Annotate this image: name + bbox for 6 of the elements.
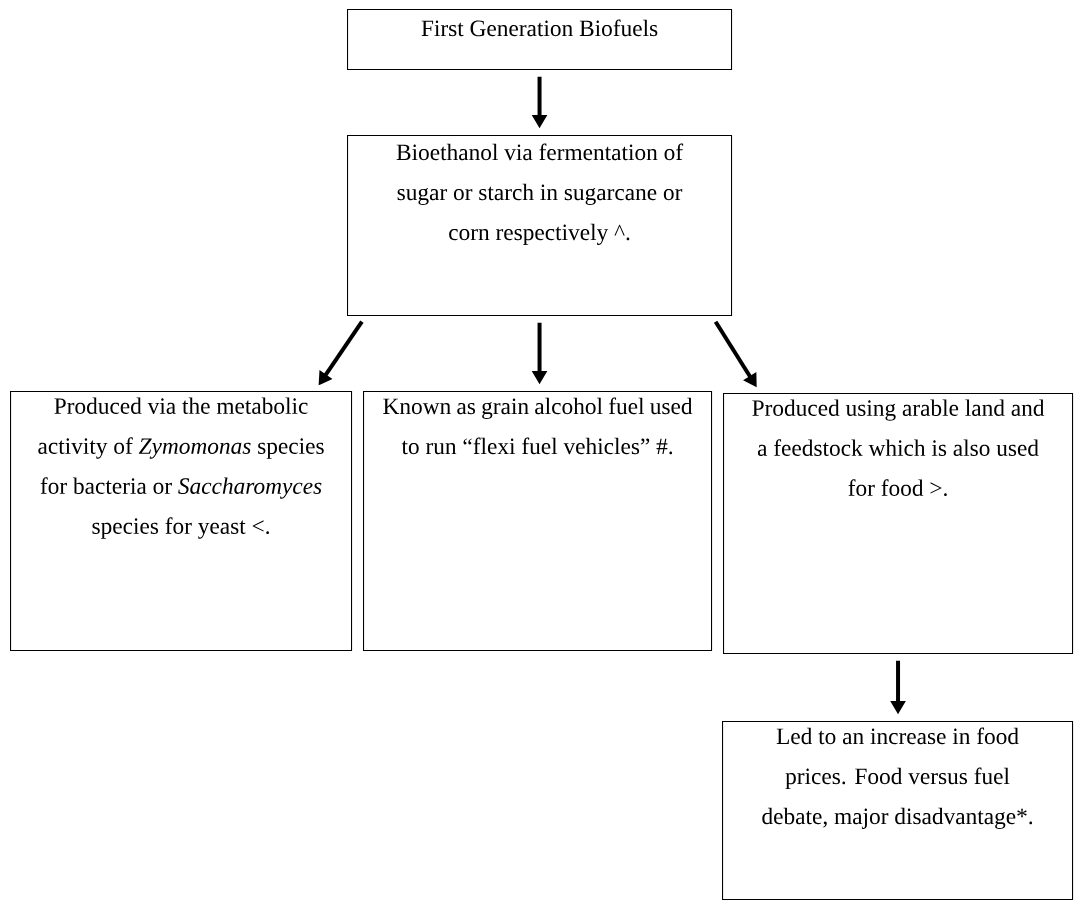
text-box: Bioethanol via fermentation of sugar or starch in sugarcane or corn respectively ^. xyxy=(347,135,733,317)
text-box: Led to an increase in food prices. Food versus fuel debate, major disadvantage*. xyxy=(722,721,1074,901)
text-box: Produced using arable land and a feedstock which is also used for food >. xyxy=(723,393,1074,655)
text-box: First Generation Biofuels xyxy=(347,9,733,71)
text-box: Produced via the metabolic activity of Zymomonas species for bacteria or Saccharomyces species for yeast <. xyxy=(10,391,353,652)
text-box: Known as grain alcohol fuel used to run “flexi fuel vehicles” #. xyxy=(363,391,713,652)
